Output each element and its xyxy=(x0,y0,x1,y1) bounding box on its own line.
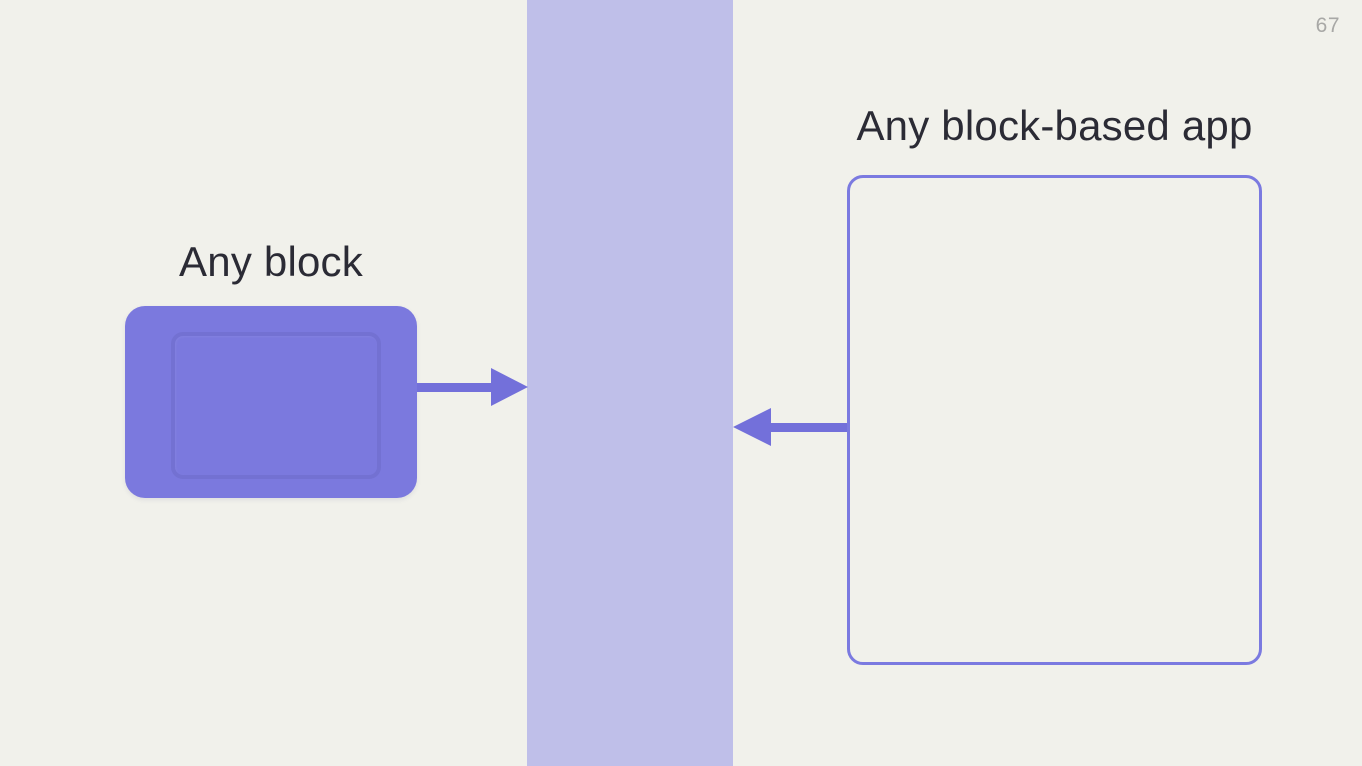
any-block-inner-shape xyxy=(171,332,381,479)
arrow-right-shaft xyxy=(417,383,495,392)
arrow-right-icon xyxy=(491,368,528,406)
center-band xyxy=(527,0,733,766)
block-based-app-box xyxy=(847,175,1262,665)
any-block-based-app-label: Any block-based app xyxy=(856,102,1253,149)
arrow-left-shaft xyxy=(770,423,847,432)
any-block-label: Any block xyxy=(179,238,363,285)
any-block-shape xyxy=(125,306,417,498)
page-number: 67 xyxy=(1315,14,1340,37)
arrow-left-icon xyxy=(733,408,771,446)
